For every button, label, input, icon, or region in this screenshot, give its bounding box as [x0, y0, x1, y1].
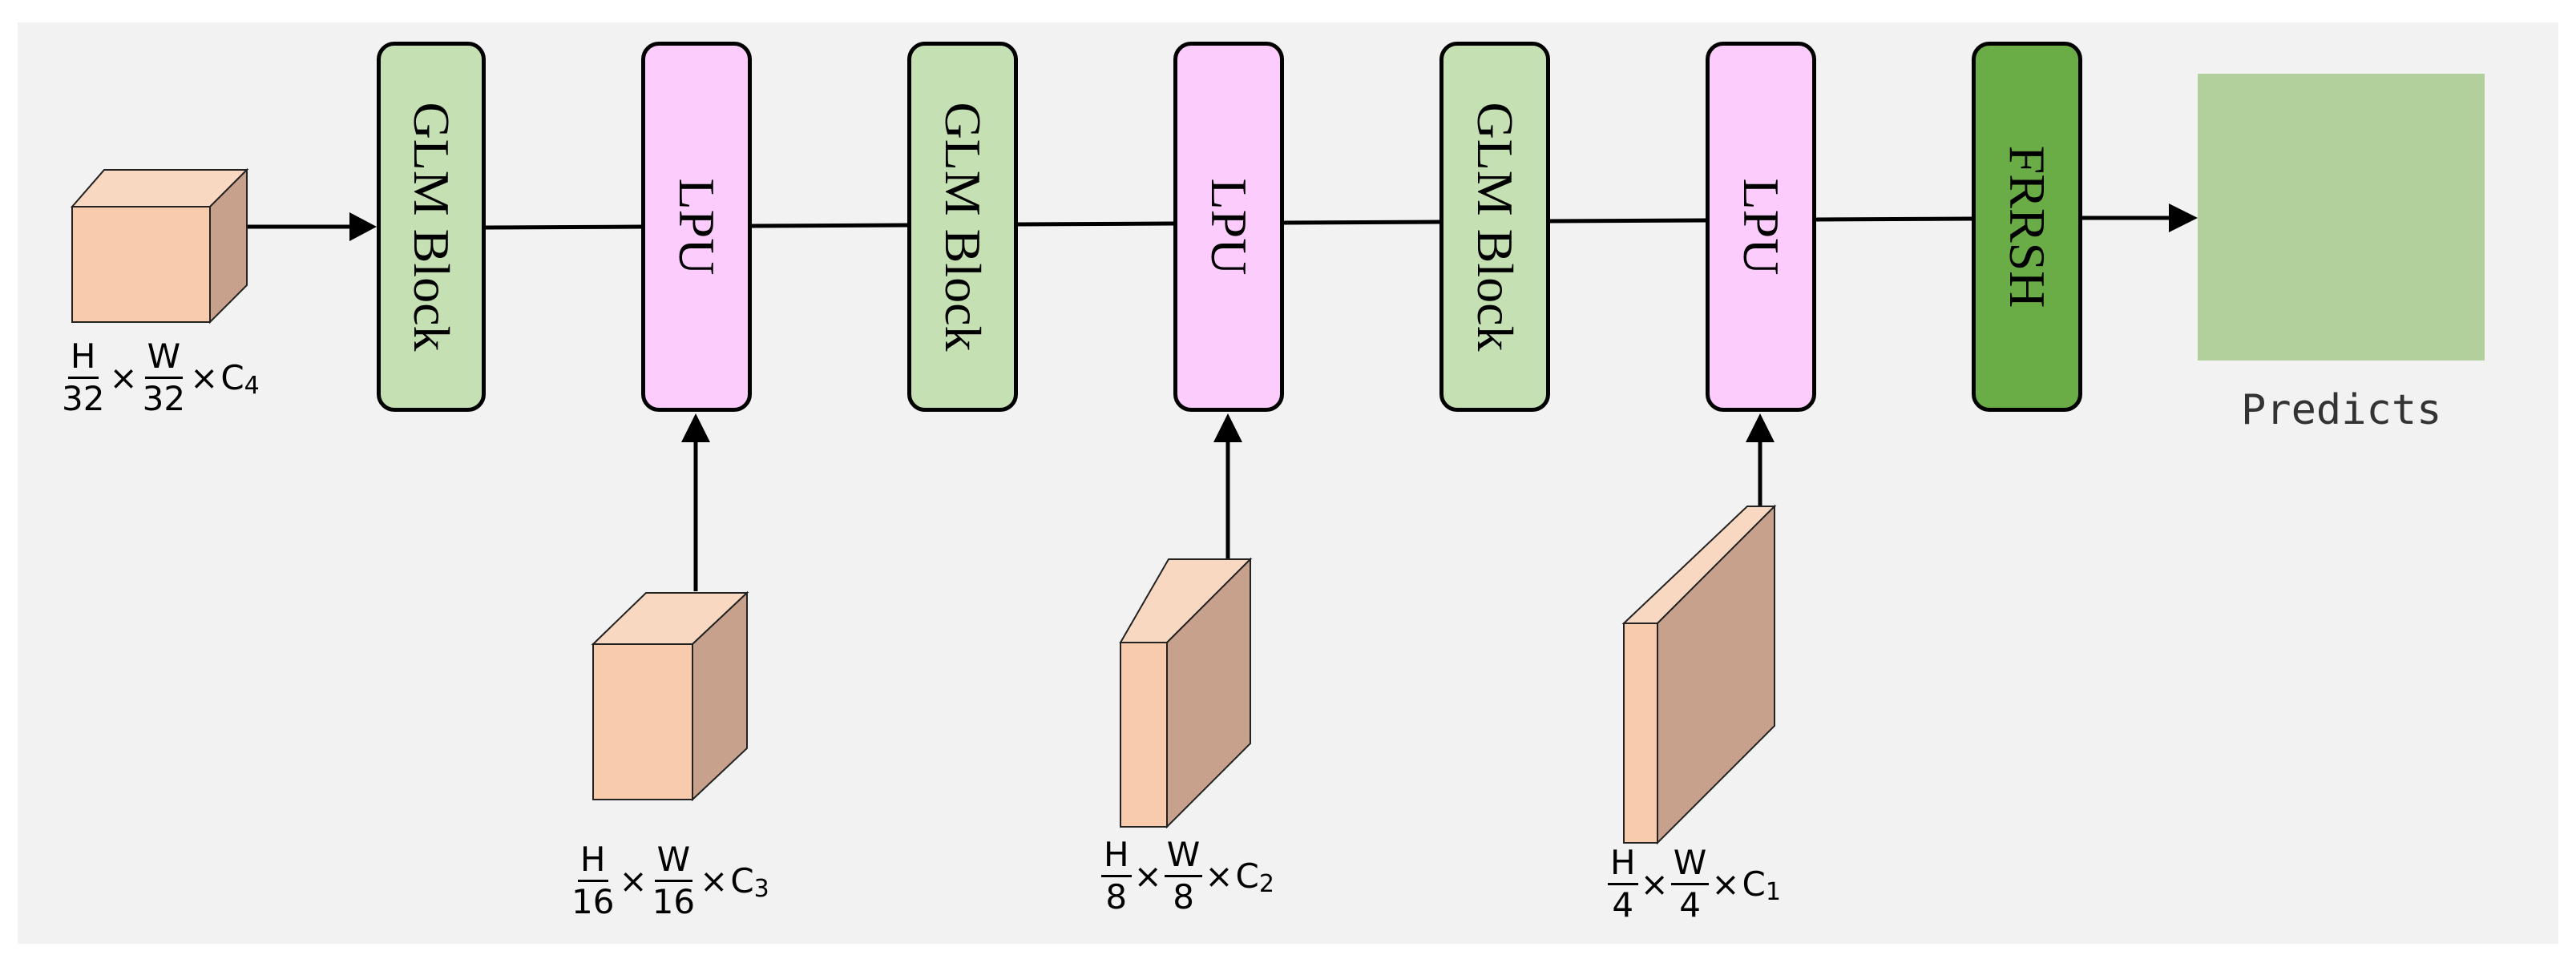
- lpu-block-2: LPU: [1173, 42, 1284, 412]
- feature-cube-c1: [1621, 504, 1777, 845]
- channel-symbol: C: [1742, 864, 1766, 904]
- channel-subscript: 3: [753, 875, 769, 903]
- frrsh-block-label: FRRSH: [1999, 145, 2056, 308]
- glm-block-3: GLM Block: [1439, 42, 1550, 412]
- channel-subscript: 4: [244, 372, 260, 400]
- arrowhead-glm1: [349, 212, 377, 241]
- arrowhead-predicts: [2169, 203, 2198, 232]
- line-lpu2-to-glm3: [1283, 220, 1440, 225]
- times-sign: ×: [700, 861, 729, 901]
- frrsh-block: FRRSH: [1972, 42, 2082, 412]
- glm-block-3-label: GLM Block: [1467, 102, 1524, 352]
- predicts-label: Predicts: [2241, 386, 2442, 434]
- channel-subscript: 1: [1765, 878, 1781, 906]
- line-lpu3-to-frrsh: [1815, 216, 1972, 222]
- feature-cube-c3: [591, 590, 749, 802]
- glm-block-1-label: GLM Block: [403, 102, 460, 352]
- times-sign: ×: [109, 358, 138, 397]
- main-flow-connectors: [247, 216, 2172, 591]
- line-glm3-to-lpu3: [1549, 218, 1706, 224]
- line-glm1-to-lpu1: [485, 224, 642, 230]
- lpu-block-3-label: LPU: [1733, 178, 1790, 276]
- glm-block-1: GLM Block: [377, 42, 486, 412]
- times-sign: ×: [619, 861, 648, 901]
- times-sign: ×: [1133, 856, 1162, 896]
- feature-cube-c4: [70, 167, 249, 324]
- lpu-block-1: LPU: [641, 42, 752, 412]
- arrowhead-lpu2: [1213, 413, 1242, 442]
- channel-symbol: C: [730, 861, 754, 901]
- lpu-block-3: LPU: [1706, 42, 1816, 412]
- glm-block-2-label: GLM Block: [935, 102, 991, 352]
- times-sign: ×: [1205, 856, 1233, 896]
- times-sign: ×: [1640, 864, 1669, 904]
- lpu-block-2-label: LPU: [1201, 178, 1258, 276]
- predicts-output-square: [2198, 74, 2485, 361]
- feature-cube-c2: [1119, 557, 1253, 829]
- glm-block-2: GLM Block: [907, 42, 1018, 412]
- times-sign: ×: [190, 358, 219, 397]
- arrowhead-lpu3: [1746, 413, 1775, 442]
- arrowhead-lpu1: [681, 413, 710, 442]
- channel-subscript: 2: [1258, 870, 1274, 898]
- line-lpu1-to-glm2: [751, 223, 908, 228]
- arrowheads: [349, 203, 2198, 442]
- channel-symbol: C: [1235, 856, 1259, 896]
- times-sign: ×: [1711, 864, 1740, 904]
- channel-symbol: C: [220, 358, 244, 397]
- lpu-block-1-label: LPU: [668, 178, 725, 276]
